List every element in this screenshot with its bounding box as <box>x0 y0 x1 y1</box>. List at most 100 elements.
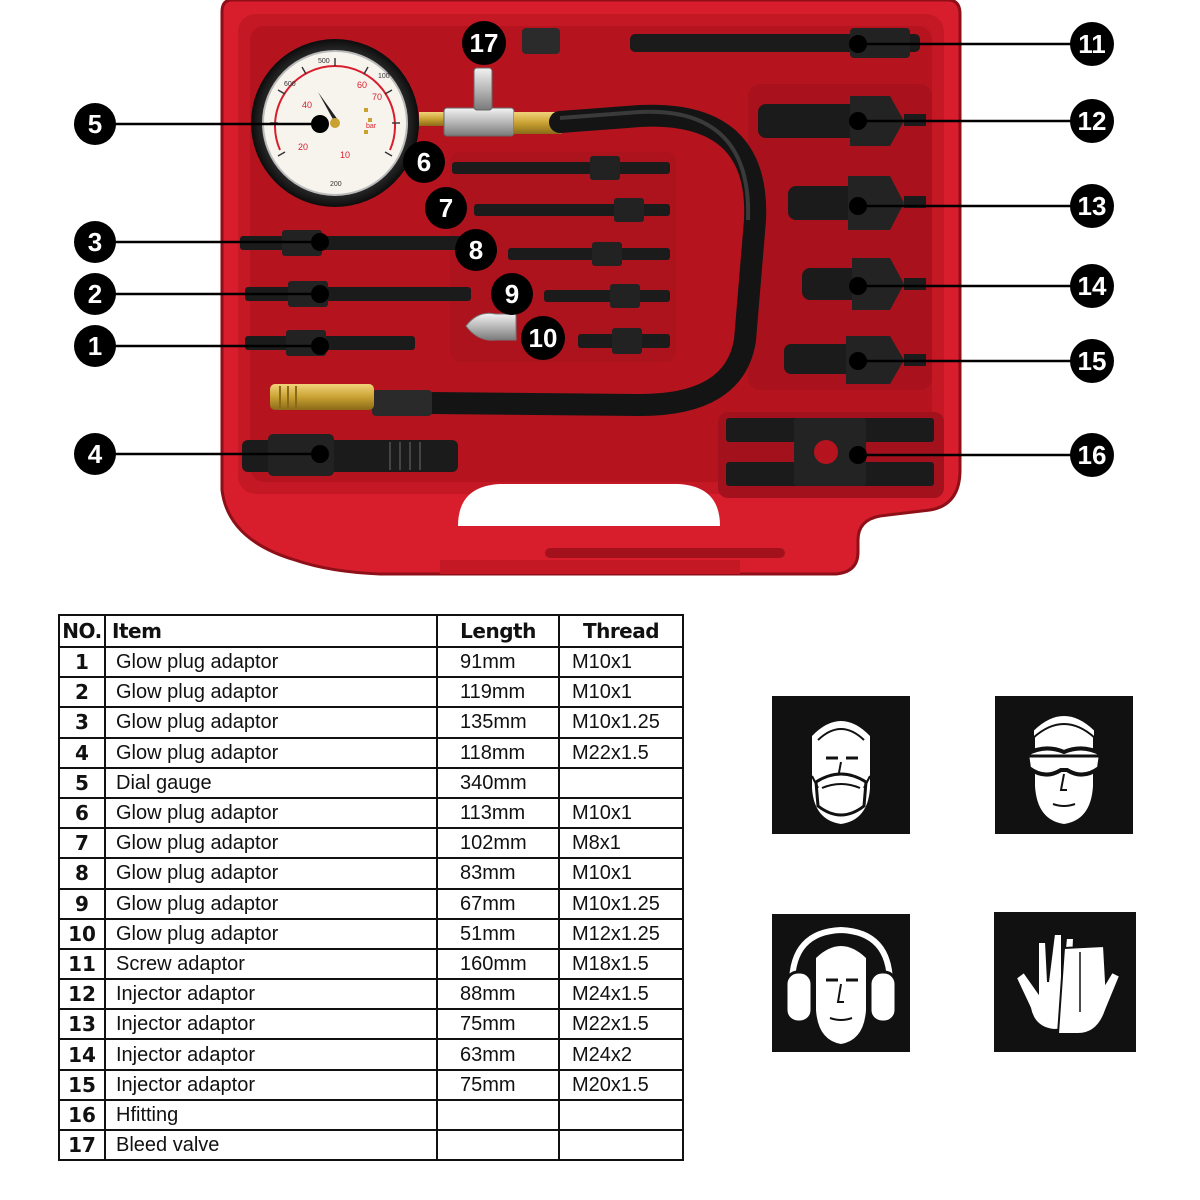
cell-thread: M10x1 <box>558 676 684 709</box>
cell-thread: M8x1 <box>558 827 684 860</box>
cell-item: Glow plug adaptor <box>104 645 438 679</box>
cell-length: 160mm <box>436 947 560 981</box>
svg-text:4: 4 <box>88 439 103 469</box>
callout-12: 12 <box>1070 99 1114 143</box>
cell-no: 4 <box>58 736 106 769</box>
cell-length: 118mm <box>436 736 560 769</box>
cell-length <box>436 1098 560 1132</box>
cell-item: Hfitting <box>104 1098 438 1132</box>
cell-thread: M20x1.5 <box>558 1068 684 1101</box>
cell-item: Dial gauge <box>104 766 438 799</box>
callout-15: 15 <box>1070 339 1114 383</box>
cell-length: 91mm <box>436 645 560 679</box>
cell-thread: M18x1.5 <box>558 947 684 981</box>
gauge-scale-inner-2: 60 <box>357 80 367 90</box>
callout-16: 16 <box>1070 433 1114 477</box>
svg-text:10: 10 <box>529 323 558 353</box>
svg-text:2: 2 <box>88 279 102 309</box>
cell-item: Injector adaptor <box>104 1008 438 1041</box>
cell-thread: M10x1.25 <box>558 887 684 920</box>
callout-leader-dots <box>311 35 867 464</box>
cell-no: 13 <box>58 1008 106 1041</box>
cell-no: 9 <box>58 887 106 920</box>
gauge-unit-bar: bar <box>366 123 377 130</box>
adaptor-7 <box>474 198 670 222</box>
callout-13: 13 <box>1070 184 1114 228</box>
svg-text:5: 5 <box>88 109 102 139</box>
gauge-scale-inner-1: 40 <box>302 100 312 110</box>
cell-no: 7 <box>58 827 106 860</box>
column-header-thread: Thread <box>558 614 684 648</box>
column-header-item: Item <box>104 614 438 648</box>
hose <box>270 104 767 417</box>
gauge-scale-inner-4: 20 <box>298 142 308 152</box>
callout-2: 2 <box>74 273 116 315</box>
callout-14: 14 <box>1070 264 1114 308</box>
cell-item: Glow plug adaptor <box>104 706 438 739</box>
svg-text:6: 6 <box>417 147 431 177</box>
gauge-scale-outer-1: 500 <box>318 58 330 65</box>
cell-item: Glow plug adaptor <box>104 857 438 890</box>
cell-thread: M10x1 <box>558 796 684 830</box>
cell-thread <box>558 1128 684 1162</box>
gauge-scale-outer-3: 200 <box>330 181 342 188</box>
callout-8: 8 <box>455 229 497 271</box>
cell-no: 6 <box>58 796 106 830</box>
cell-no: 16 <box>58 1098 106 1132</box>
cell-length: 83mm <box>436 857 560 890</box>
cell-length: 102mm <box>436 827 560 860</box>
cell-length: 119mm <box>436 676 560 709</box>
cell-thread: M22x1.5 <box>558 736 684 769</box>
cell-no: 11 <box>58 947 106 981</box>
svg-text:8: 8 <box>469 235 483 265</box>
gauge-scale-outer-4: 100 <box>378 73 390 80</box>
cell-thread: M10x1 <box>558 645 684 679</box>
cell-item: Injector adaptor <box>104 1068 438 1101</box>
cell-length: 113mm <box>436 796 560 830</box>
dust-mask-icon <box>772 696 910 834</box>
cell-thread <box>558 766 684 799</box>
table-header-row: NO. Item Length Thread <box>58 614 684 648</box>
cell-thread <box>558 1098 684 1132</box>
cell-no: 8 <box>58 857 106 890</box>
callout-6: 6 <box>403 141 445 183</box>
bleed-valve-fitting <box>443 28 562 137</box>
cell-length: 340mm <box>436 766 560 799</box>
gauge-scale-inner-5: 10 <box>340 150 350 160</box>
callout-5: 5 <box>74 103 116 145</box>
svg-text:16: 16 <box>1078 440 1107 470</box>
cell-item: Injector adaptor <box>104 978 438 1011</box>
cell-item: Glow plug adaptor <box>104 887 438 920</box>
svg-text:3: 3 <box>88 227 102 257</box>
cell-item: Glow plug adaptor <box>104 827 438 860</box>
cell-no: 1 <box>58 645 106 679</box>
cell-item: Glow plug adaptor <box>104 796 438 830</box>
cell-item: Glow plug adaptor <box>104 917 438 950</box>
callout-11: 11 <box>1070 22 1114 66</box>
dial-gauge: 500 600 200 100 40 60 70 20 10 bar <box>251 39 445 207</box>
cell-length: 88mm <box>436 978 560 1011</box>
svg-text:12: 12 <box>1078 106 1107 136</box>
cell-no: 15 <box>58 1068 106 1101</box>
svg-text:17: 17 <box>470 28 499 58</box>
svg-text:13: 13 <box>1078 191 1107 221</box>
svg-text:11: 11 <box>1078 29 1106 59</box>
svg-text:15: 15 <box>1078 346 1107 376</box>
gauge-scale-inner-3: 70 <box>372 92 382 102</box>
column-header-length: Length <box>436 614 560 648</box>
cell-item: Glow plug adaptor <box>104 676 438 709</box>
tool-case-figure: 500 600 200 100 40 60 70 20 10 bar <box>74 0 1114 576</box>
callout-17: 17 <box>462 21 506 65</box>
cell-length: 75mm <box>436 1068 560 1101</box>
